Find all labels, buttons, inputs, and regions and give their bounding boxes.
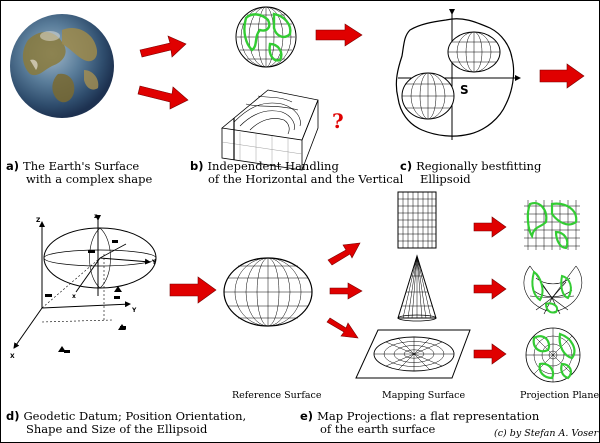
caption-e-line1: Map Projections: a flat representation xyxy=(317,409,540,423)
caption-b-line1: Independent Handling xyxy=(207,159,339,173)
axis-z-label: Z xyxy=(36,217,41,224)
mapping-surface-label: Mapping Surface xyxy=(382,390,466,401)
caption-d-letter: d) xyxy=(6,409,20,423)
geodetic-datum-diagram xyxy=(13,215,157,353)
conical-projection-map xyxy=(523,265,583,316)
question-mark: ? xyxy=(332,109,344,133)
credit-text: (c) by Stefan A. Voser xyxy=(494,428,599,439)
caption-a-line2: with a complex shape xyxy=(26,172,153,186)
plane-surface xyxy=(355,329,471,379)
caption-b: b)Independent Handling of the Horizontal… xyxy=(190,160,403,186)
reference-ellipsoid xyxy=(223,257,313,327)
axis-x2-label: x xyxy=(72,293,76,300)
regional-ellipsoids: S xyxy=(395,9,521,140)
green-globe-grid xyxy=(235,6,297,68)
azimuthal-projection-map xyxy=(525,327,581,383)
caption-b-line2: of the Horizontal and the Vertical xyxy=(208,172,404,186)
caption-e-letter: e) xyxy=(300,409,314,423)
caption-d-line1: Geodetic Datum; Position Orientation, xyxy=(23,409,247,423)
caption-d: d)Geodetic Datum; Position Orientation, … xyxy=(6,410,246,436)
terrain-block xyxy=(221,89,319,171)
caption-d-line2: Shape and Size of the Ellipsoid xyxy=(26,422,208,436)
s-label: S xyxy=(460,83,469,97)
caption-c: c)Regionally bestfitting Ellipsoid xyxy=(400,160,541,186)
axis-y2-label: Y xyxy=(151,259,157,266)
red-arrows-to-projection xyxy=(473,216,507,365)
caption-b-letter: b) xyxy=(190,159,204,173)
caption-c-line1: Regionally bestfitting xyxy=(416,159,542,173)
red-arrows-to-mapping xyxy=(326,242,363,339)
caption-a-letter: a) xyxy=(6,159,20,173)
caption-a: a)The Earth's Surface with a complex sha… xyxy=(6,160,152,186)
caption-e: e)Map Projections: a flat representation… xyxy=(300,410,539,436)
axis-y-label: Y xyxy=(131,307,137,314)
caption-c-line2: Ellipsoid xyxy=(420,172,471,186)
cylindrical-projection-map xyxy=(524,200,580,250)
axis-z2-label: z xyxy=(94,213,98,220)
red-arrow-to-reference xyxy=(169,276,217,304)
reference-surface-label: Reference Surface xyxy=(232,390,322,401)
red-arrows-top xyxy=(137,23,585,110)
projection-plane-label: Projection Plane xyxy=(520,390,600,401)
caption-e-line2: of the earth surface xyxy=(320,422,436,436)
cylinder-surface xyxy=(397,191,437,249)
caption-c-letter: c) xyxy=(400,159,413,173)
axis-x-label: X xyxy=(10,353,15,360)
earth-globe-image xyxy=(10,14,114,118)
caption-a-line1: The Earth's Surface xyxy=(23,159,140,173)
cone-surface xyxy=(397,254,437,322)
